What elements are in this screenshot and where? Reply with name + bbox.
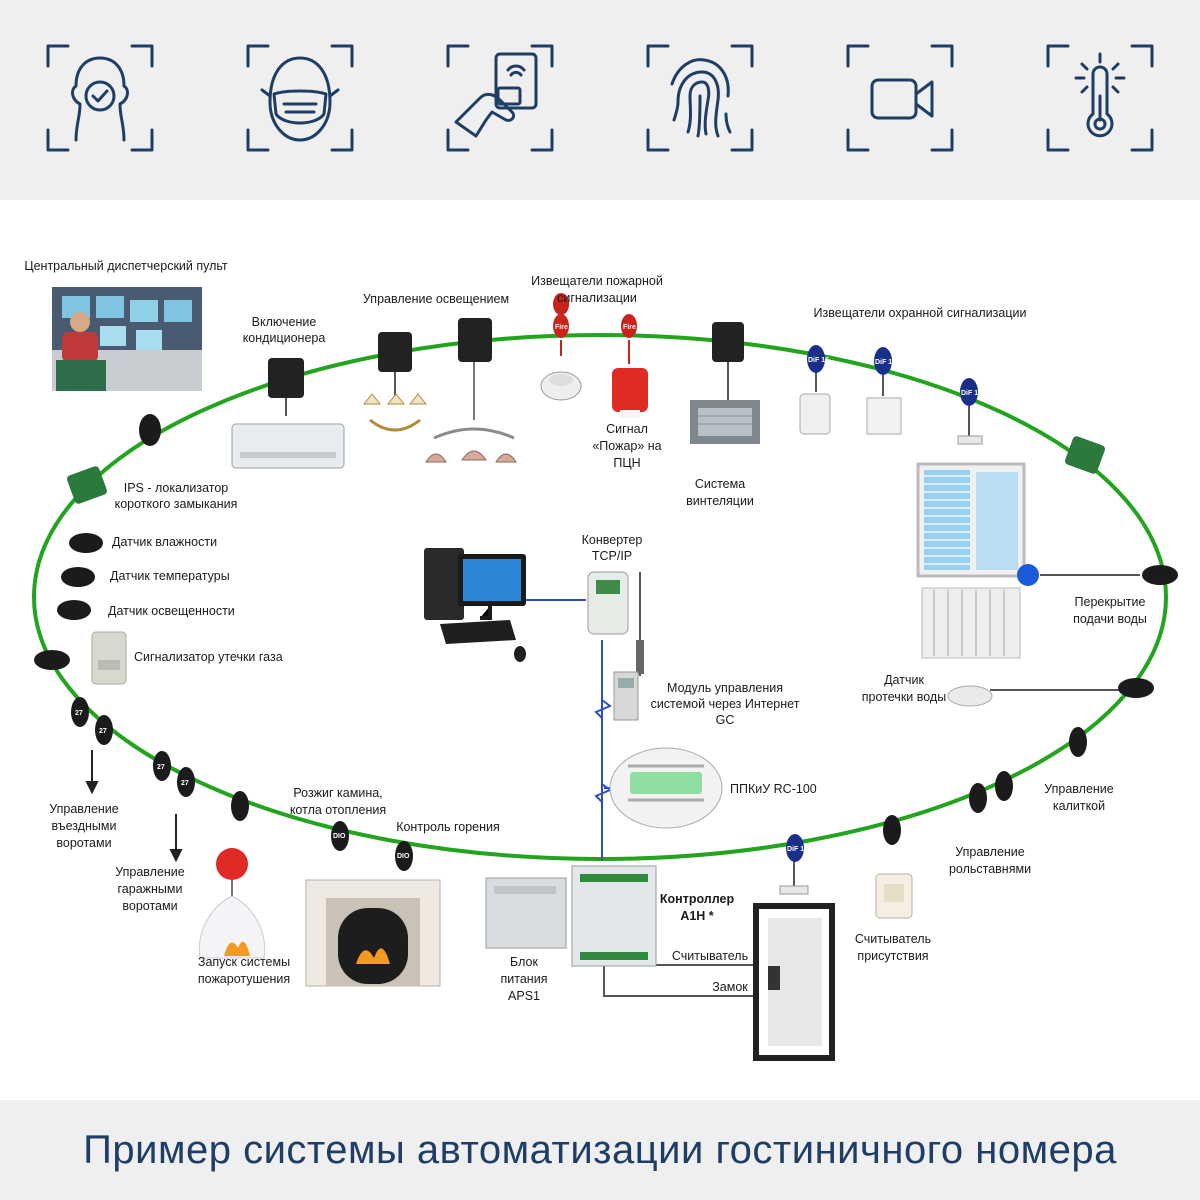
tag-dif15: DiF 15 <box>875 359 896 366</box>
fireplace <box>305 879 441 987</box>
door <box>753 834 835 1061</box>
tag-27-4: 27 <box>181 780 189 787</box>
gas-sensor <box>91 631 127 685</box>
label-fire-det-2: сигнализации <box>557 291 637 305</box>
footer-band <box>0 1100 1200 1200</box>
controller-and-psu <box>485 865 657 967</box>
label-gas: Сигнализатор утечки газа <box>134 650 283 664</box>
label-presence-1: Считыватель <box>855 932 931 946</box>
thermometer-icon <box>1046 44 1154 152</box>
label-dispatch: Центральный диспетчерский пульт <box>24 259 228 273</box>
label-ppk: ППКиУ RC-100 <box>730 782 817 796</box>
label-module-2: системой через Интернет <box>651 697 800 711</box>
label-ips-2: короткого замыкания <box>115 497 238 511</box>
label-light-sensor: Датчик освещенности <box>108 604 235 618</box>
label-converter-2: TCP/IP <box>592 549 632 563</box>
tag-dif14: DiF 14 <box>961 390 982 397</box>
label-controller-2: A1H * <box>680 909 713 923</box>
label-fire-signal-2: «Пожар» на <box>592 439 661 453</box>
tag-fire-1: Fire <box>555 324 568 331</box>
label-extinguish-2: пожаротушения <box>198 972 290 986</box>
label-leak-2: протечки воды <box>862 690 946 704</box>
label-fire-signal-3: ПЦН <box>613 456 640 470</box>
ips-modules <box>67 436 1105 504</box>
label-shutters-2: рольставнями <box>949 862 1031 876</box>
label-psu-2: питания <box>501 972 548 986</box>
label-ac-2: кондиционера <box>243 331 326 345</box>
label-presence-2: присутствия <box>857 949 928 963</box>
label-entry-gate-3: воротами <box>56 836 111 850</box>
tag-dif16: DiF 16 <box>808 357 829 364</box>
video-camera-icon <box>846 44 954 152</box>
label-ac-1: Включение <box>252 315 317 329</box>
ring-bus <box>32 333 1168 861</box>
label-fireplace-1: Розжиг камина, <box>293 786 382 800</box>
label-fire-det-1: Извещатели пожарной <box>531 274 663 288</box>
bus-nodes <box>34 414 1178 871</box>
card-access-icon <box>446 44 554 152</box>
security-detectors <box>799 345 983 445</box>
label-water-shutoff-1: Перекрытие <box>1075 595 1146 609</box>
label-converter-1: Конвертер <box>582 533 643 547</box>
internal-wiring <box>512 599 612 860</box>
label-module-3: GC <box>716 713 735 727</box>
tag-dif17: DiF 17 <box>787 846 808 853</box>
label-module-1: Модуль управления <box>667 681 783 695</box>
label-psu-1: Блок <box>510 955 538 969</box>
label-extinguish-1: Запуск системы <box>198 955 290 969</box>
label-entry-gate-1: Управление <box>49 802 119 816</box>
label-shutters-1: Управление <box>955 845 1025 859</box>
label-temperature: Датчик температуры <box>110 569 230 583</box>
label-leak-1: Датчик <box>884 673 924 687</box>
label-vent-2: винтеляции <box>686 494 754 508</box>
tag-27-2: 27 <box>99 728 107 735</box>
label-fireplace-2: котла отопления <box>290 803 386 817</box>
mask-detection-icon <box>246 44 354 152</box>
label-combustion: Контроль горения <box>396 820 500 834</box>
window-and-radiator <box>916 462 1039 659</box>
tag-dio-1: DIO <box>333 833 346 840</box>
face-recognition-icon <box>46 44 154 152</box>
water-leak-sensor <box>947 685 993 707</box>
label-ips-1: IPS - локализатор <box>124 481 229 495</box>
label-entry-gate-2: въездными <box>52 819 117 833</box>
label-water-shutoff-2: подачи воды <box>1073 612 1147 626</box>
label-fire-signal-1: Сигнал <box>606 422 648 436</box>
label-lighting: Управление освещением <box>363 292 509 306</box>
ventilation-system <box>690 322 760 444</box>
label-vent-1: Система <box>695 477 745 491</box>
tag-27-1: 27 <box>75 710 83 717</box>
fingerprint-icon <box>646 44 754 152</box>
tcp-converter <box>587 571 644 676</box>
label-gate-1: Управление <box>1044 782 1114 796</box>
computer <box>424 548 526 662</box>
rc100-panel <box>609 747 723 829</box>
tag-fire-2: Fire <box>623 324 636 331</box>
label-gate-2: калиткой <box>1053 799 1105 813</box>
label-lock: Замок <box>712 980 748 994</box>
label-humidity: Датчик влажности <box>112 535 217 549</box>
label-controller-1: Контроллер <box>660 892 735 906</box>
control-arrows <box>85 750 183 863</box>
air-conditioner <box>231 358 345 469</box>
dispatch-photo <box>52 287 202 391</box>
label-security-det: Извещатели охранной сигнализации <box>814 306 1027 320</box>
page-caption: Пример системы автоматизации гостиничног… <box>83 1128 1117 1172</box>
automation-diagram: Fire Fire DiF 16 DiF 15 DiF 14 DiF 17 DI… <box>24 259 1178 1061</box>
tag-dio-2: DIO <box>397 853 410 860</box>
internet-module <box>613 671 639 721</box>
label-garage-2: гаражными <box>118 882 183 896</box>
presence-reader <box>875 873 913 919</box>
label-psu-3: APS1 <box>508 989 540 1003</box>
fire-extinguishing-system <box>198 848 266 959</box>
label-garage-3: воротами <box>122 899 177 913</box>
header-band <box>0 0 1200 200</box>
tag-27-3: 27 <box>157 764 165 771</box>
label-garage-1: Управление <box>115 865 185 879</box>
label-reader: Считыватель <box>672 949 748 963</box>
fire-detectors <box>540 293 648 418</box>
lighting-devices <box>362 318 517 463</box>
